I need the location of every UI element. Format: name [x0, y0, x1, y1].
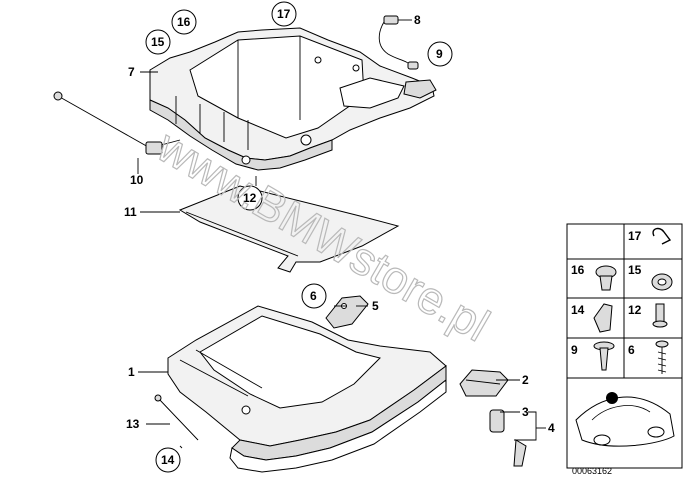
glovebox-housing-assembly	[149, 27, 437, 171]
callout-10: 10	[130, 173, 144, 187]
svg-text:14: 14	[571, 303, 585, 317]
bracket-part-5	[325, 295, 369, 329]
svg-text:1: 1	[128, 365, 135, 379]
svg-text:9: 9	[571, 343, 578, 357]
callout-5: 5	[372, 299, 379, 313]
legend-tile-16: 16	[571, 263, 617, 291]
svg-text:9: 9	[436, 47, 443, 61]
callout-16: 16	[171, 9, 197, 35]
callout-9: 9	[427, 41, 453, 67]
legend-tile-15: 15	[628, 263, 673, 291]
rod-part-10	[53, 91, 181, 155]
svg-text:00063162: 00063162	[572, 466, 612, 476]
svg-text:15: 15	[628, 263, 642, 277]
svg-text:11: 11	[124, 205, 137, 219]
svg-text:2: 2	[522, 373, 529, 387]
svg-text:10: 10	[130, 173, 144, 187]
liner-part-11	[178, 185, 400, 273]
glovebox-part-1	[167, 305, 447, 473]
svg-text:6: 6	[628, 343, 635, 357]
svg-text:4: 4	[548, 421, 555, 435]
svg-text:6: 6	[310, 289, 317, 303]
callout-14: 14	[155, 447, 181, 473]
legend-tile-17: 17	[628, 227, 672, 245]
lock-part-2	[459, 369, 509, 397]
callout-2: 2	[522, 373, 529, 387]
svg-text:7: 7	[128, 65, 135, 79]
callout-13: 13	[126, 417, 140, 431]
legend-tile-14: 14	[571, 303, 613, 333]
legend-tile-6: 6	[628, 340, 669, 374]
legend-tile-9: 9	[571, 341, 615, 371]
callout-8: 8	[414, 13, 421, 27]
svg-text:12: 12	[243, 191, 257, 205]
svg-text:13: 13	[126, 417, 140, 431]
callout-17: 17	[271, 1, 297, 27]
callout-15: 15	[145, 29, 171, 55]
callout-7: 7	[128, 65, 135, 79]
strut-part-13	[154, 394, 199, 441]
svg-text:16: 16	[177, 15, 191, 29]
svg-text:5: 5	[372, 299, 379, 313]
cable-part-8	[378, 15, 419, 70]
watermark: www.BMWstore.pl	[148, 119, 499, 352]
svg-text:17: 17	[277, 7, 291, 21]
legend-tile-12: 12	[628, 303, 668, 328]
svg-text:8: 8	[414, 13, 421, 27]
lock-cylinder-part-3	[489, 409, 527, 467]
svg-text:16: 16	[571, 263, 585, 277]
callout-12: 12	[237, 185, 263, 211]
callout-3: 3	[522, 405, 529, 419]
reference-number: 00063162	[572, 466, 612, 476]
svg-text:15: 15	[151, 35, 165, 49]
svg-text:17: 17	[628, 229, 642, 243]
svg-text:12: 12	[628, 303, 642, 317]
callout-4: 4	[548, 421, 555, 435]
svg-text:3: 3	[522, 405, 529, 419]
vehicle-location-thumbnail	[575, 392, 675, 447]
callout-11: 11	[124, 205, 137, 219]
callout-1: 1	[128, 365, 135, 379]
svg-text:www.BMWstore.pl: www.BMWstore.pl	[148, 119, 498, 351]
callout-6: 6	[301, 283, 327, 309]
svg-text:14: 14	[161, 453, 175, 467]
